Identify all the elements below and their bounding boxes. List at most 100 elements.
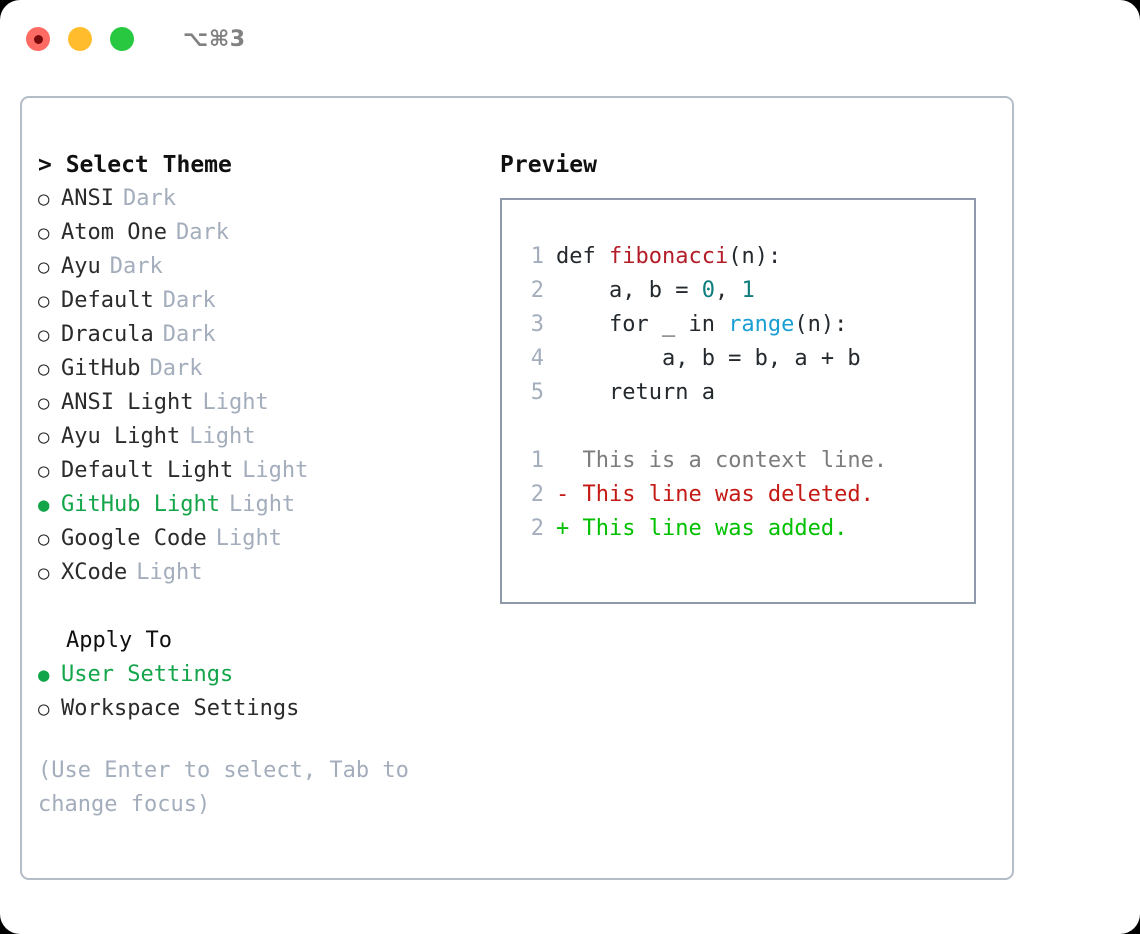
radio-unselected-icon: ○ [38,562,50,584]
apply-to-option-workspace-settings[interactable]: ○ Workspace Settings [38,692,488,726]
theme-option-label: XCode [61,560,128,585]
theme-option-ayu-light[interactable]: ○ Ayu Light Light [38,420,488,454]
theme-option-dracula[interactable]: ○ Dracula Dark [38,318,488,352]
radio-unselected-icon: ○ [38,256,50,278]
line-number: 1 [530,244,544,269]
code-token-plain: (n): [794,312,848,337]
theme-option-ayu[interactable]: ○ Ayu Dark [38,250,488,284]
theme-option-label: Default Light [61,458,234,483]
theme-option-default-light[interactable]: ○ Default Light Light [38,454,488,488]
theme-option-label: Google Code [61,526,207,551]
diff-line-text: This is a context line. [582,448,888,473]
preview-heading: Preview [500,152,597,178]
list-spacer [38,590,488,624]
close-button[interactable] [26,27,50,51]
theme-option-ansi[interactable]: ○ ANSI Dark [38,182,488,216]
diff-line-ctx: 1 This is a context line. [518,444,974,478]
apply-to-list: ●User Settings ○ Workspace Settings [38,658,488,726]
line-number: 2 [530,516,544,541]
line-number: 4 [530,346,544,371]
radio-selected-icon: ● [38,494,50,516]
diff-line-text: This line was added. [582,516,848,541]
theme-option-tag: Light [136,560,203,585]
code-line: 3 for _ in range(n): [518,308,974,342]
theme-option-tag: Dark [162,288,216,313]
radio-unselected-icon: ○ [38,392,50,414]
theme-option-label: GitHub Light [61,492,220,517]
theme-option-label: Atom One [61,220,167,245]
code-token-call: range [728,312,795,337]
code-token-plain: a, b = b, a + b [556,346,861,371]
theme-option-label: Ayu [61,254,101,279]
code-token-num: 1 [741,278,755,303]
theme-option-tag: Dark [109,254,163,279]
radio-unselected-icon: ○ [38,698,50,720]
radio-unselected-icon: ○ [38,290,50,312]
code-token-fn: fibonacci [608,244,729,269]
theme-option-tag: Dark [162,322,216,347]
diff-line-add: 2+ This line was added. [518,512,974,546]
code-token-num: 0 [701,278,715,303]
theme-option-default[interactable]: ○ Default Dark [38,284,488,318]
code-token-plain: for _ in [556,312,729,337]
theme-option-label: Dracula [61,322,154,347]
code-token-plain: a, b = [556,278,702,303]
apply-to-option-label: User Settings [61,662,234,687]
minimize-button[interactable] [68,27,92,51]
theme-option-label: ANSI [61,186,114,211]
theme-option-tag: Light [228,492,296,517]
diff-marker [556,444,583,478]
theme-option-tag: Light [189,424,256,449]
diff-line-del: 2- This line was deleted. [518,478,974,512]
apply-to-option-label: Workspace Settings [61,696,300,721]
radio-unselected-icon: ○ [38,426,50,448]
code-token-plain: (n): [728,244,782,269]
code-line-content: a, b = b, a + b [556,342,861,376]
code-token-plain: , [714,278,742,303]
code-line-content: for _ in range(n): [556,308,847,342]
line-number: 2 [530,482,544,507]
diff-sample: 1 This is a context line.2- This line wa… [518,444,974,546]
code-line-content: def fibonacci(n): [556,240,781,274]
diff-marker: - [556,482,583,507]
radio-unselected-icon: ○ [38,460,50,482]
keyboard-shortcut-label: ⌥⌘3 [183,26,246,52]
keyboard-hint-text: (Use Enter to select, Tab to change focu… [38,758,409,817]
theme-option-tag: Light [215,526,282,551]
apply-to-option-user-settings[interactable]: ●User Settings [38,658,488,692]
radio-unselected-icon: ○ [38,188,50,210]
theme-option-xcode[interactable]: ○ XCode Light [38,556,488,590]
diff-line-text: This line was deleted. [582,482,874,507]
theme-option-github-light[interactable]: ● GitHub Light Light [38,488,488,522]
theme-option-label: Default [61,288,154,313]
maximize-button[interactable] [110,27,134,51]
code-line: 5 return a [518,376,974,410]
theme-option-label: Ayu Light [61,424,181,449]
radio-unselected-icon: ○ [38,324,50,346]
line-number: 3 [530,312,544,337]
code-line: 2 a, b = 0, 1 [518,274,974,308]
code-line: 4 a, b = b, a + b [518,342,974,376]
line-number: 1 [530,448,544,473]
theme-option-tag: Dark [175,220,229,245]
line-number: 5 [530,380,544,405]
radio-unselected-icon: ○ [38,358,50,380]
title-bar: ⌥⌘3 [0,0,1140,78]
select-theme-heading: > Select Theme [38,152,232,178]
theme-option-tag: Dark [122,186,176,211]
code-line-content: return a [556,376,715,410]
code-line-content: a, b = 0, 1 [556,274,755,308]
close-dot-icon [33,34,43,44]
theme-option-tag: Light [242,458,309,483]
theme-option-tag: Light [202,390,269,415]
